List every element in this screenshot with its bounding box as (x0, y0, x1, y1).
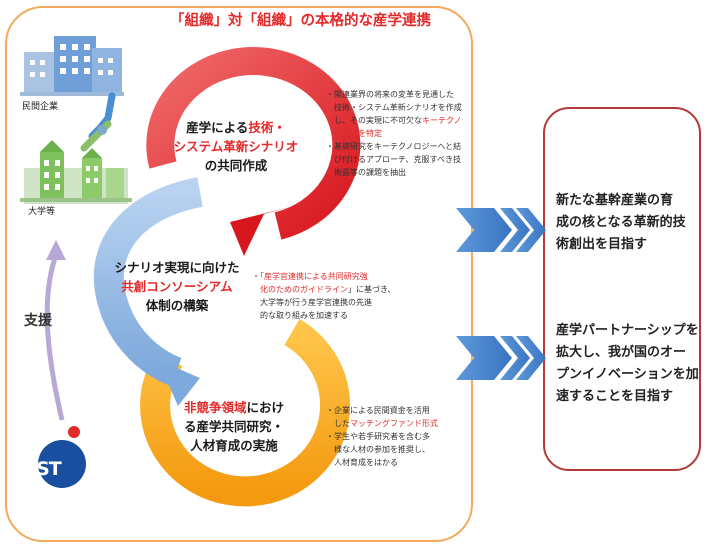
goal-1-text: 新たな基幹産業の育 成の核となる革新的技 術創出を目指す (556, 193, 686, 252)
stage2-arrow (93, 177, 204, 406)
goal-2-text: 産学パートナーシップを 拡大し、我が国のオー プンイノベーションを加 速すること… (556, 323, 699, 404)
handshake-icon (80, 92, 116, 152)
university-building-icon (20, 140, 132, 204)
jst-logo-text: JST (30, 458, 62, 480)
company-label: 民間企業 (22, 102, 59, 112)
stage3-ring (140, 319, 351, 507)
stage2-text: シナリオ実現に向けた 共創コンソーシアム 体制の構築 (114, 260, 240, 313)
support-arrow (44, 240, 66, 421)
goal-box (543, 107, 701, 471)
main-frame (5, 6, 473, 542)
stage1-text: 産学による技術・ システム革新シナリオ の共同作成 (173, 120, 299, 173)
diagram-title: 「組織」対「組織」の本格的な産学連携 (170, 13, 431, 29)
stage2-notes: ・「産学官連携による共同研究強 化のためのガイドライン」に基づき、 大学等が行う… (252, 272, 396, 320)
support-label: 支援 (24, 313, 52, 329)
jst-logo-icon (38, 426, 86, 488)
chevron-arrow-bottom (456, 336, 546, 380)
stage1-notes: ・関連業界の将来の変革を見通した 技術・システム革新シナリオを作成 し、その実現… (326, 90, 462, 177)
stage3-notes: ・企業による民間資金を活用 したマッチングファンド形式 ・学生や若手研究者を含む… (326, 406, 438, 467)
company-building-icon (20, 36, 124, 96)
stage3-text: 非競争領域におけ る産学共同研究・ 人材育成の実施 (183, 400, 285, 453)
university-label: 大学等 (28, 207, 56, 217)
chevron-arrow-top (456, 208, 546, 252)
stage1-arrow (146, 47, 361, 256)
